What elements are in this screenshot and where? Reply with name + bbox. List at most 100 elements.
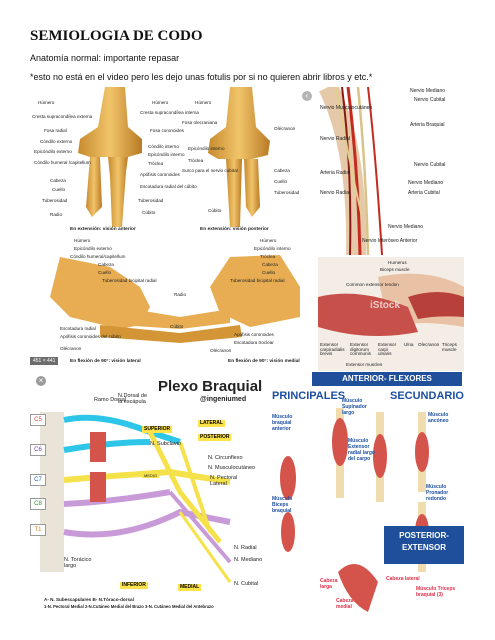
label: Cóndilo interno — [148, 145, 179, 150]
label: Cóndilo humeral/capitellum — [70, 255, 125, 260]
label: Escotadura radial — [60, 327, 96, 332]
label: Olécranon — [210, 349, 231, 354]
label: Radio — [174, 293, 186, 298]
trunk-superior: SUPERIOR — [142, 426, 172, 433]
label: Fosa coronoides — [150, 129, 184, 134]
image-size-badge: 451 × 441 — [30, 357, 58, 365]
label: N. Musculocutáneo — [208, 466, 255, 472]
label: Common extensor tendon — [346, 283, 399, 288]
elbow-flexors-extensors-image: ANTERIOR- FLEXORES PRINCIPALES SECUNDARI… — [268, 372, 464, 612]
label: Cuello — [262, 271, 275, 276]
label: Arteria Radial — [320, 171, 350, 176]
label: Tróclea — [188, 159, 203, 164]
label: Nervio Cubital — [414, 98, 445, 103]
label: N. Circunflexo — [208, 456, 243, 462]
label: Nervio Musculocutáneo — [320, 106, 372, 111]
label: Cabeza lateral — [386, 576, 420, 582]
label: Músculo braquial anterior — [272, 414, 306, 432]
label: Cóndilo externo — [40, 140, 72, 145]
label: N. Torácico largo — [64, 558, 104, 569]
label: N. Pectoral Lateral — [210, 476, 250, 487]
label: Epicóndilo interno — [148, 153, 185, 158]
label: Extensor carpiradialis brevis — [320, 343, 342, 357]
label: Cresta supracondílea externa — [32, 115, 92, 120]
level-c8: C8 — [30, 498, 46, 510]
label: Cóndilo humeral /capitellum — [34, 161, 91, 166]
label: Extensor muscles — [346, 363, 382, 368]
caption-posterior: En extensión: visión posterior — [200, 227, 269, 232]
label: Apófisis coronoides del cúbito — [60, 335, 121, 340]
label: Tuberosidad bicipital radial — [102, 279, 156, 284]
label: Húmero — [152, 101, 168, 106]
label: Cabeza — [98, 263, 114, 268]
label: Olécranon — [60, 347, 81, 352]
label: Olecranon — [418, 343, 439, 348]
caption-medial: En flexión de 90°: visión medial — [228, 359, 300, 364]
plexus-footer-2: 1-N. Pectoral Medial 2-N.Cutáneo Medial … — [44, 605, 214, 609]
level-c6: C6 — [30, 444, 46, 456]
label: Músculo ancóneo — [428, 412, 458, 424]
label: N.Dorsal de la escápula — [118, 394, 148, 405]
label: Músculo Extensor radial largo del carpo — [348, 438, 382, 462]
label: Cabeza — [274, 169, 290, 174]
label: Nervio Interóseo Anterior — [362, 239, 417, 244]
label: Arteria Cubital — [408, 191, 440, 196]
label: Cuello — [98, 271, 111, 276]
label: Cabeza — [50, 179, 66, 184]
label: Fosa olecraniana — [182, 121, 217, 126]
label: Cabeza larga — [320, 578, 342, 590]
cord-lateral: LATERAL — [198, 420, 225, 427]
elbow-bones-flexion-image: Húmero Epicóndilo externo Cóndilo humera… — [30, 237, 315, 369]
brachial-plexus-image: × Plexo Braquial @ingeniumed C5 C6 C7 C8… — [30, 372, 265, 612]
label: Tróclea — [260, 255, 275, 260]
label: Cresta supracondílea interna — [140, 111, 199, 116]
document-title: SEMIOLOGIA DE CODO — [30, 28, 203, 45]
label: Tuberosidad — [274, 191, 299, 196]
label: Tróclea — [148, 162, 163, 167]
label: Epicóndilo interno — [188, 147, 225, 152]
label: Nervio Mediano — [410, 89, 445, 94]
trunk-medio: MEDIO — [142, 474, 159, 478]
label: Húmero — [260, 239, 276, 244]
document-note: *esto no está en el video pero les dejo … — [30, 72, 372, 82]
plexus-footer-1: A- N. Subescapulares B- N.Tóraco-dorsal — [44, 598, 134, 603]
label: Olécranon — [274, 127, 295, 132]
label: N. Cubital — [234, 582, 258, 588]
label: Fosa radial — [44, 129, 67, 134]
label: Radio — [50, 213, 62, 218]
elbow-bones-extension-image: Húmero Cresta supracondílea externa Fosa… — [30, 87, 315, 237]
label: Triceps muscle — [442, 343, 462, 352]
label: Tuberosidad bicipital radial — [230, 279, 284, 284]
label: Músculo Tríceps braquial (3) — [416, 586, 460, 598]
label: Ulna — [404, 343, 413, 348]
label: N. Subclavio — [150, 442, 181, 448]
label: Húmero — [195, 101, 211, 106]
label: Tuberosidad — [138, 199, 163, 204]
label: Nervio Mediano — [388, 225, 423, 230]
posterior-header-line-2: EXTENSOR — [384, 542, 464, 554]
label: Epicóndilo interno — [254, 247, 291, 252]
label: Escotadura troclear — [234, 341, 274, 346]
label: Epicóndilo externo — [74, 247, 112, 252]
level-c5: C5 — [30, 414, 46, 426]
label: Apófisis coronoides — [234, 333, 274, 338]
label: Arteria Braquial — [410, 123, 444, 128]
label: Músculo Pronador redondo — [426, 484, 458, 502]
label: Extensor carpi ulnaris — [378, 343, 398, 357]
label: N. Radial — [234, 546, 257, 552]
label: Músculo Supinador largo — [342, 398, 376, 416]
label: Cúbito — [170, 325, 183, 330]
label: Surco para el nervio cubital — [182, 169, 238, 174]
label: Nervio Mediano — [408, 181, 443, 186]
label: Biceps muscle — [380, 268, 410, 273]
label: Humerus — [388, 261, 407, 266]
label: Húmero — [74, 239, 90, 244]
label: Tuberosidad — [42, 199, 67, 204]
label: Cuello — [274, 180, 287, 185]
level-c7: C7 — [30, 474, 46, 486]
chevron-left-icon[interactable]: ‹ — [302, 91, 312, 101]
document-subtitle: Anatomía normal: importante repasar — [30, 53, 179, 63]
label: Cuello — [52, 188, 65, 193]
label: Epicóndilo externo — [34, 150, 72, 155]
label: Escotadura radial del cúbito — [140, 185, 197, 190]
